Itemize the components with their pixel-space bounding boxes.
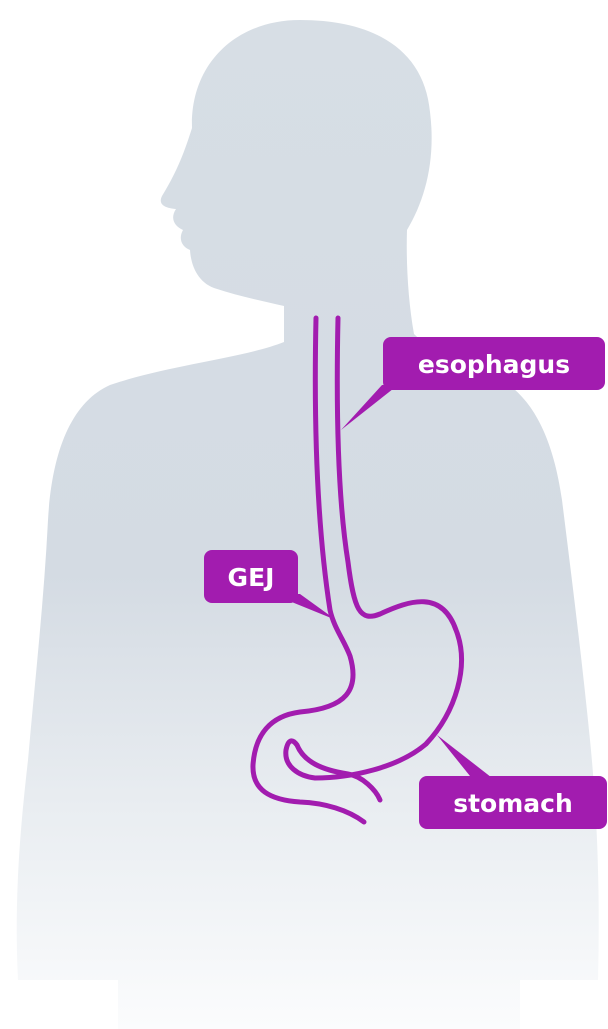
body-silhouette xyxy=(17,20,599,1029)
stomach-label-text: stomach xyxy=(453,789,573,818)
gej-label-text: GEJ xyxy=(228,563,275,592)
esophagus-label-text: esophagus xyxy=(418,350,570,379)
